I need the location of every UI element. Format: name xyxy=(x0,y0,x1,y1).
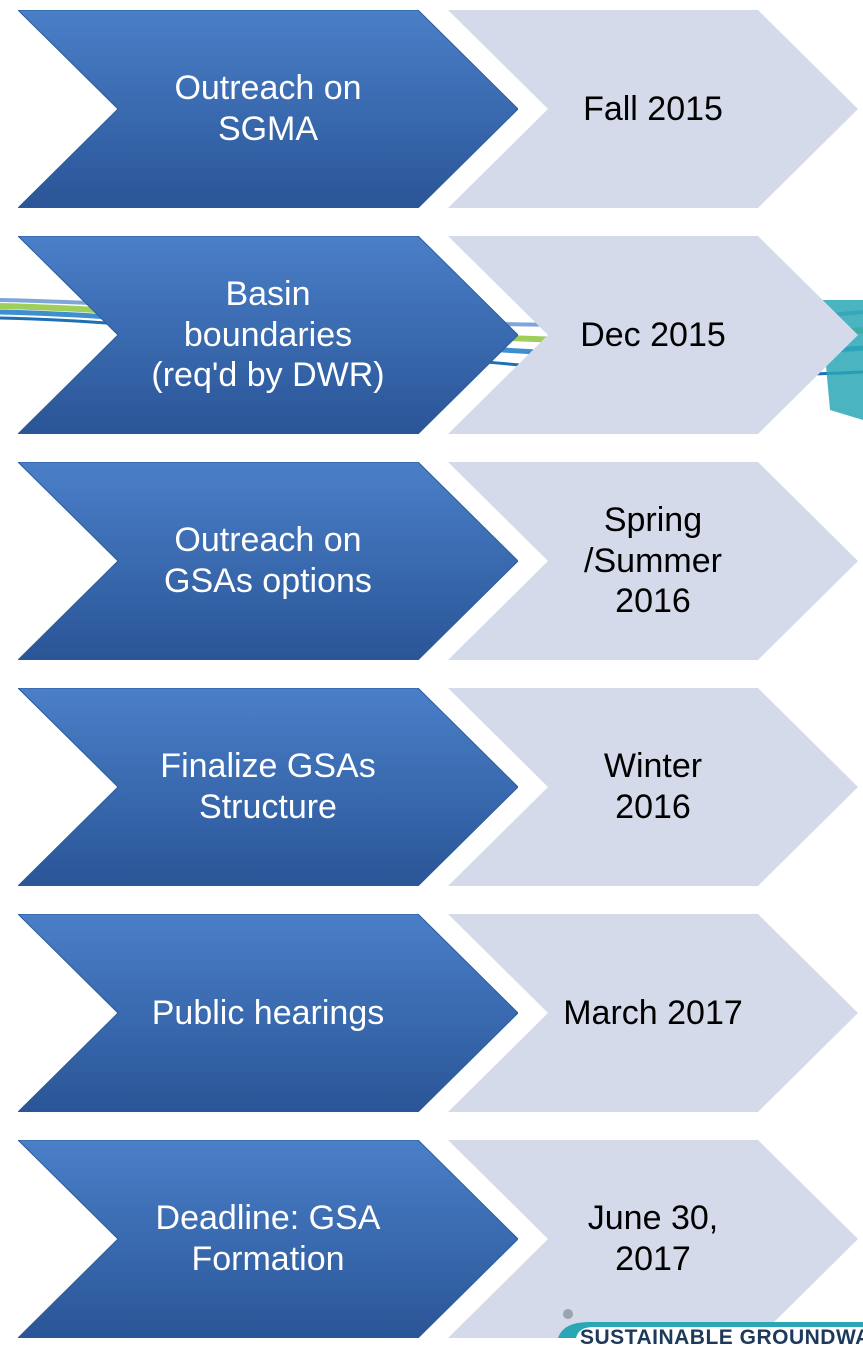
date-label: Winter 2016 xyxy=(603,747,703,826)
step-chevron xyxy=(18,688,518,886)
step-chevron xyxy=(18,236,518,434)
date-chevron xyxy=(448,236,858,434)
date-chevron xyxy=(448,1140,858,1338)
date-chevron xyxy=(448,462,858,660)
timeline-row: Basin boundaries (req'd by DWR) Dec 2015 xyxy=(0,236,863,434)
step-chevron xyxy=(18,462,518,660)
logo-text: SUSTAINABLE GROUNDWATE xyxy=(580,1326,863,1349)
date-label: Fall 2015 xyxy=(583,89,723,128)
step-label: Finalize GSAs Structure xyxy=(160,747,376,826)
step-chevron xyxy=(18,10,518,208)
step-chevron xyxy=(18,914,518,1112)
step-label: Basin boundaries (req'd by DWR) xyxy=(151,274,385,395)
step-chevron xyxy=(18,1140,518,1338)
date-label: Dec 2015 xyxy=(580,315,726,354)
step-label: Public hearings xyxy=(151,993,385,1032)
timeline-row: Outreach on GSAs options Spring /Summer 2… xyxy=(0,462,863,660)
timeline-row: Finalize GSAs Structure Winter 2016 xyxy=(0,688,863,886)
step-label: Deadline: GSA Formation xyxy=(155,1199,381,1278)
step-label: Outreach on SGMA xyxy=(174,69,362,148)
timeline-row: Deadline: GSA Formation June 30, 2017 xyxy=(0,1140,863,1338)
date-label: March 2017 xyxy=(563,993,743,1032)
step-label: Outreach on GSAs options xyxy=(164,521,372,600)
date-label: Spring /Summer 2016 xyxy=(584,500,722,621)
date-chevron xyxy=(448,914,858,1112)
date-chevron xyxy=(448,688,858,886)
timeline-row: Public hearings March 2017 xyxy=(0,914,863,1112)
date-chevron xyxy=(448,10,858,208)
timeline-row: Outreach on SGMA Fall 2015 xyxy=(0,10,863,208)
logo-mark xyxy=(518,1308,863,1338)
date-label: June 30, 2017 xyxy=(587,1199,719,1278)
